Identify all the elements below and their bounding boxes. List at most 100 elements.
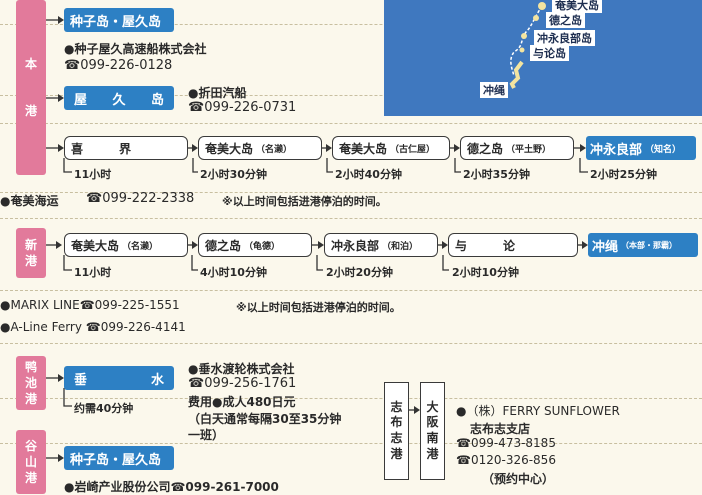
stop-amami-naze[interactable]: 奄美大岛（名濑） [198,136,322,160]
stop-tokunoshima-kametoku[interactable]: 德之岛（龟德） [198,233,312,257]
stop-name: 冲永良部 [331,238,380,253]
stop-name: 奄美大岛 [205,141,254,156]
dest-tarumizu[interactable]: 垂 水 [64,366,174,390]
time-amami-koniya: 2小时40分钟 [335,168,402,181]
time-yoron-shinko: 2小时10分钟 [452,266,519,279]
stop-sub: （古仁屋） [390,144,436,155]
company-marix-line: ●MARIX LINE☎099-225-1551 [0,298,180,312]
note-honko: ※以上时间包括进港停泊的时间。 [222,195,387,208]
dest-tanegashima-yakushima[interactable]: 种子岛・屋久岛 [64,8,174,32]
time-tarumizu: 约需40分钟 [74,402,134,415]
tokunoshima-dot [533,15,539,21]
stop-name: 德之岛 [467,141,504,156]
note-reservation-center: （预约中心） [482,472,555,486]
stop-name: 冲绳 [592,239,619,255]
island-chain-graphic [509,2,546,89]
dest-yakushima[interactable]: 屋 久 岛 [64,86,174,110]
time-okinoerabu: 2小时25分钟 [590,168,657,181]
port-label-kamoike: 鸭 池 港 [16,356,46,410]
stop-sub: （名濑） [122,241,159,252]
branch-shibushi: 志布志支店 [470,422,531,436]
note-tarumizu-frequency-2: 一班） [188,428,225,442]
port-label-shinko: 新 港 [16,228,46,278]
map-label-amami: 奄美大岛 [552,0,602,13]
stop-name: 奄美大岛 [71,238,120,253]
company-orita-kisen: ●折田汽船 [188,86,247,100]
company-ferry-sunflower: ●（株）FERRY SUNFLOWER [456,404,620,418]
company-iwasaki: ●岩崎产业股份公司☎099-261-7000 [64,480,279,494]
dest-char: 久 [112,92,126,108]
time-okinoerabu-shinko: 2小时20分钟 [326,266,393,279]
port-char: 大 [426,399,439,414]
stop-okinoerabu-china[interactable]: 冲永良部（知名） [586,136,696,160]
port-char: 南 [426,431,439,445]
okinoerabu-dot [521,33,527,39]
amami-island-dot [538,2,546,10]
port-char: 山 [24,454,37,469]
phone-orita-kisen: ☎099-226-0731 [188,100,297,115]
port-char: 阪 [426,415,439,430]
phone-sunflower-2: ☎0120-326-856 [456,453,556,467]
note-shinko: ※以上时间包括进港停泊的时间。 [236,301,401,314]
map-label-okinoerabu: 冲永良部岛 [534,30,595,46]
port-char: 港 [24,392,37,407]
port-label-taniyama: 谷 山 港 [16,430,46,494]
time-amami-naze: 2小时30分钟 [200,168,267,181]
dest-char: 屋 [74,92,88,108]
stop-sub: （知名） [645,144,682,155]
stop-tokunoshima-hetono[interactable]: 德之岛（平土野） [460,136,574,160]
stop-yoron[interactable]: 与 论 [448,233,578,257]
time-tokunoshima: 2小时35分钟 [463,168,530,181]
stop-sub: （本部・那霸） [621,240,678,250]
yoron-dot [519,47,525,53]
phone-amami-kaiun: ☎099-222-2338 [86,191,195,206]
dest-char: 水 [150,372,164,388]
stop-amami-koniya[interactable]: 奄美大岛（古仁屋） [332,136,450,160]
port-label-honko: 本 港 [16,0,46,175]
phone-tane-yaku-kousoku: ☎099-226-0128 [64,58,173,73]
stop-name: 奄美大岛 [339,141,388,156]
stop-sub: （和泊） [382,241,419,252]
dest-char: 岛 [150,92,164,108]
dest-tanegashima-yakushima-taniyama[interactable]: 种子岛・屋久岛 [64,446,174,470]
stop-amami-naze-shinko[interactable]: 奄美大岛（名濑） [64,233,188,257]
port-shibushi: 志 布 志 港 [384,382,409,480]
company-a-line-ferry: ●A-Line Ferry ☎099-226-4141 [0,320,186,334]
map-label-tokunoshima: 德之岛 [546,12,585,28]
ryukyu-map: 奄美大岛 德之岛 冲永良部岛 与论岛 冲绳 [384,0,702,116]
fare-tarumizu: 费用●成人480日元 [188,395,296,409]
note-tarumizu-frequency: （白天通常每隔30至35分钟 [188,412,342,426]
stop-sub: （名濑） [256,144,293,155]
phone-sunflower-1: ☎099-473-8185 [456,436,556,450]
time-kikai: 11小时 [74,168,112,181]
port-char: 谷 [24,438,37,453]
phone-tarumizu-ferry: ☎099-256-1761 [188,376,297,391]
port-char: 志 [390,431,403,445]
stop-name: 喜 界 [71,141,132,156]
stop-name: 德之岛 [205,238,242,253]
port-char: 港 [390,446,403,461]
port-char: 港 [24,103,37,118]
stop-kikai[interactable]: 喜 界 [64,136,188,160]
company-tane-yaku-kousoku: ●种子屋久高速船株式会社 [64,42,207,56]
okinawa-island [509,60,524,89]
port-osaka-nanko[interactable]: 大 阪 南 港 [420,382,445,480]
port-char: 池 [24,375,37,390]
stop-okinoerabu-wadomari[interactable]: 冲永良部（和泊） [324,233,438,257]
map-label-yoron: 与论岛 [530,45,569,61]
port-char: 布 [390,415,403,430]
port-char: 港 [24,471,37,486]
port-char: 志 [390,399,403,414]
port-char: 港 [24,254,37,268]
port-char: 新 [24,237,37,252]
time-tokunoshima-shinko: 4小时10分钟 [200,266,267,279]
dest-char: 垂 [74,372,88,388]
stop-name: 冲永良部 [590,142,643,158]
stop-sub: （平土野） [506,144,552,155]
company-amami-kaiun: ●奄美海运 [0,194,59,208]
time-amami-shinko: 11小时 [74,266,112,279]
stop-sub: （龟德） [244,241,281,252]
stop-name: 与 论 [455,238,516,253]
port-char: 港 [426,446,439,461]
stop-okinawa[interactable]: 冲绳（本部・那霸） [588,233,698,257]
